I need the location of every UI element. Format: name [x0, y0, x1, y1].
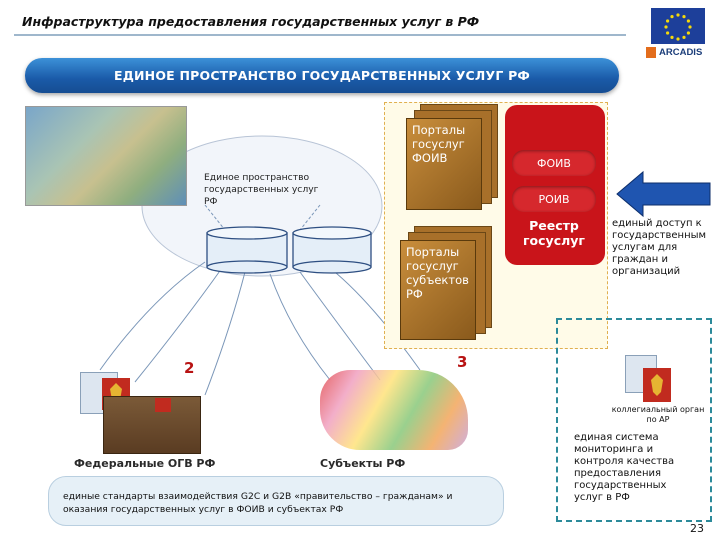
standards-text: единые стандарты взаимодействия G2C и G2… [63, 491, 453, 515]
coat-of-arms-icon [643, 368, 671, 402]
roiv-pill: РОИВ [512, 186, 596, 212]
monitoring-panel [556, 318, 712, 522]
page-number: 23 [690, 522, 704, 535]
arcadis-logo: ARCADIS [646, 44, 716, 60]
access-description: единый доступ к государственным услугам … [612, 218, 707, 277]
cloud-label: Единое пространство государственных услу… [204, 172, 334, 208]
marker-3: 3 [457, 353, 468, 371]
left-arrow-icon [616, 170, 711, 218]
arcadis-logo-icon [646, 46, 656, 58]
federal-label: Федеральные ОГВ РФ [74, 457, 216, 470]
collegial-body-label: коллегиальный орган по АР [611, 405, 705, 424]
registry-box [505, 105, 605, 265]
marker-2: 2 [184, 359, 195, 377]
monitoring-description: единая система мониторинга и контроля ка… [574, 432, 675, 503]
portals-foiv-card: Порталы госуслуг ФОИВ [406, 118, 482, 210]
database-icons [206, 226, 372, 274]
subjects-label: Субъекты РФ [320, 457, 406, 470]
standards-box: единые стандарты взаимодействия G2C и G2… [48, 476, 504, 526]
foiv-pill: ФОИВ [512, 150, 596, 176]
cloud-label-text: Единое пространство государственных услу… [204, 172, 319, 207]
registry-title: Реестр госуслуг [523, 218, 585, 248]
database-icon-left [206, 226, 288, 274]
portals-subjects-card: Порталы госуслуг субъектов РФ [400, 240, 476, 340]
subjects-map-image [320, 370, 468, 450]
government-meeting-photo [103, 396, 201, 454]
small-emblem-icon [155, 398, 171, 412]
eu-flag-icon [651, 8, 705, 44]
portals-foiv-label: Порталы госуслуг ФОИВ [412, 123, 466, 165]
arcadis-logo-text: ARCADIS [659, 46, 703, 58]
portals-subjects-label: Порталы госуслуг субъектов РФ [406, 245, 469, 301]
russia-map-image [25, 106, 187, 206]
space-banner: ЕДИНОЕ ПРОСТРАНСТВО ГОСУДАРСТВЕННЫХ УСЛУ… [25, 58, 619, 93]
slide-title: Инфраструктура предоставления государств… [22, 14, 480, 29]
header-divider [14, 34, 626, 36]
database-icon-right [292, 226, 372, 274]
